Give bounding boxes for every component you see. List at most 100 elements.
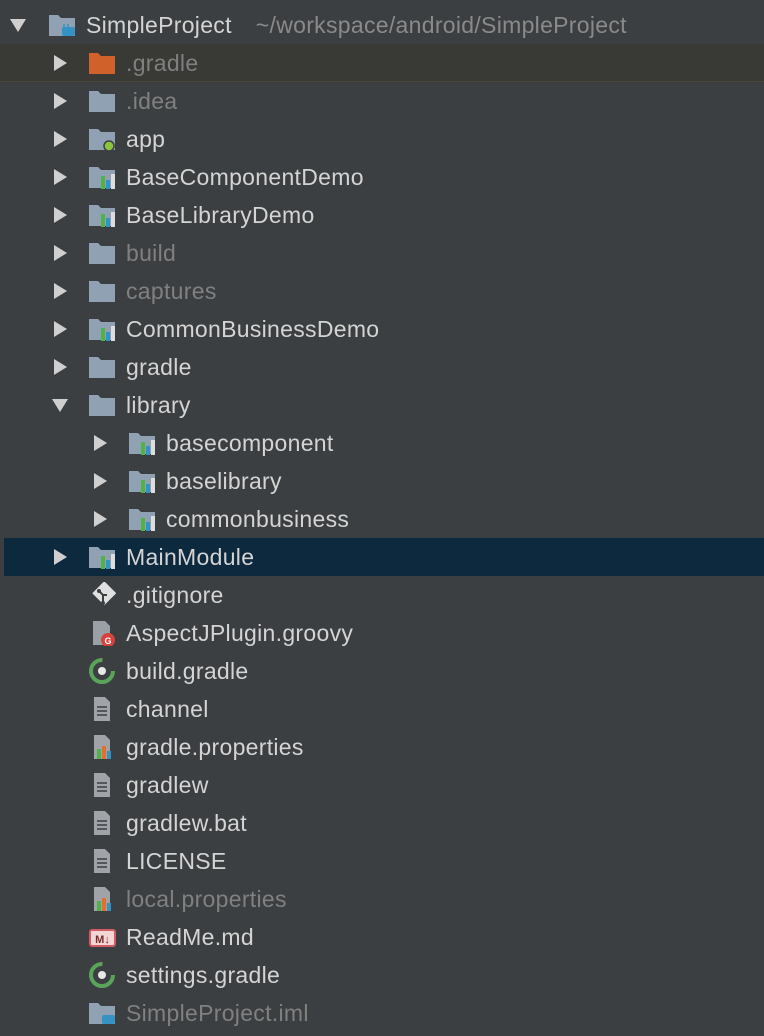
expand-arrow-right-icon[interactable] [54,207,67,223]
tree-node[interactable]: CommonBusinessDemo [0,310,764,348]
tree-item-label: CommonBusinessDemo [126,316,380,342]
expand-arrow-down-icon[interactable] [10,19,26,32]
tree-item-label: gradle.properties [126,734,304,760]
project-path: ~/workspace/android/SimpleProject [255,12,627,38]
tree-item-label: .idea [126,88,178,114]
tree-node[interactable]: MainModule [4,538,764,576]
tree-item-label: commonbusiness [166,506,350,532]
expand-arrow-right-icon[interactable] [54,93,67,109]
properties-file-icon [88,886,116,912]
expand-arrow-right-icon[interactable] [54,359,67,375]
module-folder-icon [88,316,116,342]
tree-item-label: MainModule [126,544,255,570]
tree-item-label: basecomponent [166,430,334,456]
text-file-icon [88,772,116,798]
tree-file[interactable]: channel [0,690,764,728]
tree-node[interactable]: gradle [0,348,764,386]
tree-file[interactable]: build.gradle [0,652,764,690]
folder-icon [88,392,116,418]
svg-text:G: G [104,636,111,646]
text-file-icon [88,848,116,874]
tree-file[interactable]: M↓ ReadMe.md [0,918,764,956]
tree-item-label: AspectJPlugin.groovy [126,620,354,646]
expand-arrow-right-icon[interactable] [54,131,67,147]
tree-item-label: gradle [126,354,192,380]
app-module-folder-icon [88,126,116,152]
tree-file[interactable]: settings.gradle [0,956,764,994]
groovy-file-icon: G [88,620,116,647]
expand-arrow-right-icon[interactable] [94,511,107,527]
tree-node[interactable]: baselibrary [0,462,764,500]
tree-node[interactable]: build [0,234,764,272]
excluded-folder-icon [88,50,116,76]
tree-node[interactable]: SimpleProject~/workspace/android/SimpleP… [0,6,764,44]
folder-icon [88,88,116,114]
git-file-icon [88,581,117,608]
tree-node[interactable]: .gradle [0,44,764,82]
tree-item-label: .gitignore [126,582,224,608]
module-folder-icon [128,430,156,456]
tree-item-label: SimpleProject~/workspace/android/SimpleP… [86,12,627,38]
properties-file-icon [88,734,116,760]
tree-node[interactable]: basecomponent [0,424,764,462]
tree-item-label: settings.gradle [126,962,281,988]
iml-file-icon [88,1000,116,1026]
tree-file[interactable]: local.properties [0,880,764,918]
tree-file[interactable]: G AspectJPlugin.groovy [0,614,764,652]
tree-file[interactable]: SimpleProject.iml [0,994,764,1032]
expand-arrow-right-icon[interactable] [54,245,67,261]
project-folder-icon [48,12,76,38]
expand-arrow-right-icon[interactable] [54,55,67,71]
tree-item-label: SimpleProject.iml [126,1000,309,1026]
module-folder-icon [128,506,156,532]
tree-item-label: captures [126,278,217,304]
tree-file[interactable]: gradlew [0,766,764,804]
text-file-icon [88,810,116,836]
tree-file[interactable]: .gitignore [0,576,764,614]
tree-item-label: baselibrary [166,468,282,494]
tree-item-label: BaseComponentDemo [126,164,364,190]
folder-icon [88,240,116,266]
tree-item-label: library [126,392,191,418]
tree-item-label: local.properties [126,886,287,912]
folder-icon [88,278,116,304]
expand-arrow-right-icon[interactable] [54,283,67,299]
expand-arrow-right-icon[interactable] [54,549,67,565]
tree-item-label: ReadMe.md [126,924,254,950]
tree-node[interactable]: captures [0,272,764,310]
tree-file[interactable]: gradlew.bat [0,804,764,842]
tree-item-label: .gradle [126,50,199,76]
tree-node[interactable]: BaseComponentDemo [0,158,764,196]
tree-node[interactable]: .idea [0,82,764,120]
expand-arrow-down-icon[interactable] [52,399,68,412]
module-folder-icon [88,202,116,228]
module-folder-icon [88,164,116,190]
svg-text:M↓: M↓ [95,934,110,946]
tree-item-label: build [126,240,177,266]
tree-file[interactable]: gradle.properties [0,728,764,766]
module-folder-icon [128,468,156,494]
tree-item-label: gradlew.bat [126,810,247,836]
expand-arrow-right-icon[interactable] [94,473,107,489]
expand-arrow-right-icon[interactable] [54,169,67,185]
gradle-file-icon [88,962,116,988]
tree-item-label: channel [126,696,209,722]
tree-node[interactable]: app [0,120,764,158]
tree-item-label: gradlew [126,772,209,798]
tree-node[interactable]: library [0,386,764,424]
tree-item-label: app [126,126,166,152]
gradle-file-icon [88,658,116,684]
expand-arrow-right-icon[interactable] [54,321,67,337]
expand-arrow-right-icon[interactable] [94,435,107,451]
markdown-file-icon: M↓ [88,924,116,950]
folder-icon [88,354,116,380]
tree-file[interactable]: LICENSE [0,842,764,880]
text-file-icon [88,696,116,722]
tree-item-label: LICENSE [126,848,227,874]
tree-node[interactable]: commonbusiness [0,500,764,538]
tree-node[interactable]: BaseLibraryDemo [0,196,764,234]
tree-item-label: BaseLibraryDemo [126,202,315,228]
module-folder-icon [88,544,116,570]
tree-item-label: build.gradle [126,658,249,684]
